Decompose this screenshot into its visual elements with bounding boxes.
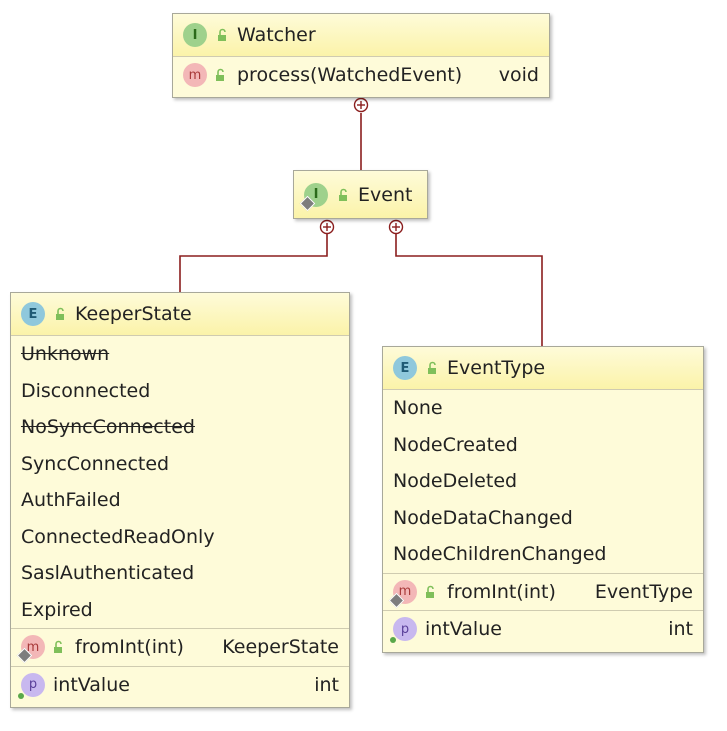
eventtype-method-row[interactable]: m fromInt(int) EventType [383,572,703,611]
connector-event-eventtype [395,234,543,346]
nested-marker-watcher [353,97,369,113]
method-return-type: KeeperState [222,636,339,659]
unlocked-padlock-icon [218,28,226,41]
property-type: int [314,673,339,696]
eventtype-header[interactable]: E EventType [383,347,703,390]
enum-constant[interactable]: Disconnected [21,379,151,402]
method-return-type: void [498,64,539,87]
keeperstate-name: KeeperState [75,303,192,325]
unlocked-padlock-icon [216,68,224,82]
method-signature: fromInt(int) [75,636,184,659]
watcher-class-box[interactable]: I Watcher m process(WatchedEvent) void [172,13,550,98]
connector-event-keeperstate [179,234,328,292]
enum-constant[interactable]: NoSyncConnected [21,416,195,439]
property-icon: p [18,672,45,699]
watcher-header[interactable]: I Watcher [173,14,549,57]
method-signature: process(WatchedEvent) [237,64,463,87]
event-name: Event [358,183,413,206]
unlocked-padlock-icon [426,585,434,598]
method-icon: m [183,63,207,88]
method-icon: m [388,579,417,609]
watcher-name: Watcher [237,24,316,46]
interface-icon: I [183,23,207,47]
eventtype-property-row[interactable]: p intValue int [383,610,703,648]
enum-icon: E [21,302,45,326]
enum-constant[interactable]: None [393,397,443,420]
enum-constant[interactable]: AuthFailed [21,489,121,512]
property-icon: p [390,617,417,644]
property-type: int [668,618,693,641]
keeperstate-property-row[interactable]: p intValue int [11,665,349,704]
method-icon: m [16,635,45,664]
property-name: intValue [53,673,130,696]
unlocked-padlock-icon [428,361,436,374]
eventtype-name: EventType [447,357,546,379]
keeperstate-enum-box[interactable]: E KeeperState Unknown Disconnected NoSyn… [10,292,350,708]
nested-marker-event-left [319,219,335,235]
unlocked-padlock-icon [339,188,347,201]
enum-constant[interactable]: NodeDataChanged [393,506,573,529]
enum-icon: E [393,356,417,380]
event-class-box[interactable]: I Event [293,170,428,219]
event-header[interactable]: I Event [294,171,427,218]
enum-constant[interactable]: ConnectedReadOnly [21,525,215,548]
enum-constant[interactable]: Unknown [21,343,110,366]
interface-icon: I [299,182,328,211]
unlocked-padlock-icon [56,307,64,320]
keeperstate-header[interactable]: E KeeperState [11,293,349,336]
enum-constant[interactable]: NodeCreated [393,433,518,456]
enum-constant[interactable]: SyncConnected [21,452,170,475]
nested-marker-event-right [388,219,404,235]
eventtype-enum-box[interactable]: E EventType None NodeCreated NodeDeleted… [382,346,704,653]
unlocked-padlock-icon [54,640,62,654]
method-signature: fromInt(int) [447,580,556,603]
enum-constant[interactable]: NodeDeleted [393,470,518,493]
property-name: intValue [425,618,502,641]
enum-constant[interactable]: Expired [21,598,93,621]
method-return-type: EventType [594,580,693,603]
keeperstate-method-row[interactable]: m fromInt(int) KeeperState [11,628,349,666]
watcher-method-row[interactable]: m process(WatchedEvent) void [173,57,549,94]
enum-constant[interactable]: NodeChildrenChanged [393,543,607,566]
enum-constant[interactable]: SaslAuthenticated [21,562,195,585]
